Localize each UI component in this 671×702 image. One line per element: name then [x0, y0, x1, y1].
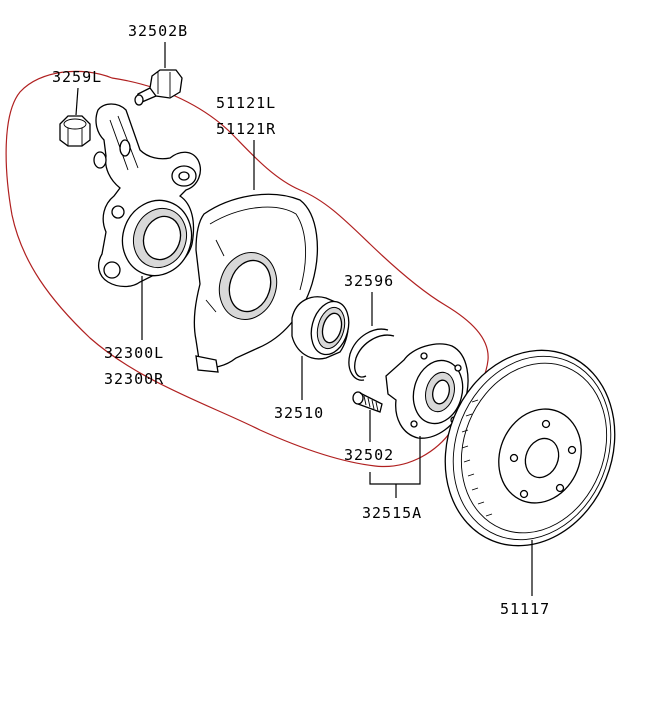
wheel-bearing	[291, 296, 350, 360]
red-annotation-outline	[5, 70, 489, 468]
label-bearing: 32510	[274, 404, 324, 422]
nut	[59, 115, 91, 147]
backing-plate	[193, 193, 318, 373]
snap-ring	[348, 328, 395, 381]
label-bolt-upper: 32502B	[128, 22, 188, 40]
label-hub-assembly: 32515A	[362, 504, 422, 522]
label-backing-plate-left: 51121L	[216, 94, 276, 112]
label-knuckle-left: 32300L	[104, 344, 164, 362]
leader-nut	[75, 87, 79, 116]
hub-bolt	[352, 391, 383, 413]
label-backing-plate-right: 51121R	[216, 120, 276, 138]
label-brake-disc: 51117	[500, 600, 550, 618]
brake-disc	[444, 349, 616, 547]
upper-bolt	[134, 69, 183, 106]
label-knuckle-right: 32300R	[104, 370, 164, 388]
steering-knuckle	[93, 103, 201, 288]
wheel-hub	[385, 343, 469, 439]
label-snap-ring: 32596	[344, 272, 394, 290]
hub-assembly-bracket	[369, 472, 421, 498]
label-nut: 3259L	[52, 68, 102, 86]
label-hub-bolt: 32502	[344, 446, 394, 464]
